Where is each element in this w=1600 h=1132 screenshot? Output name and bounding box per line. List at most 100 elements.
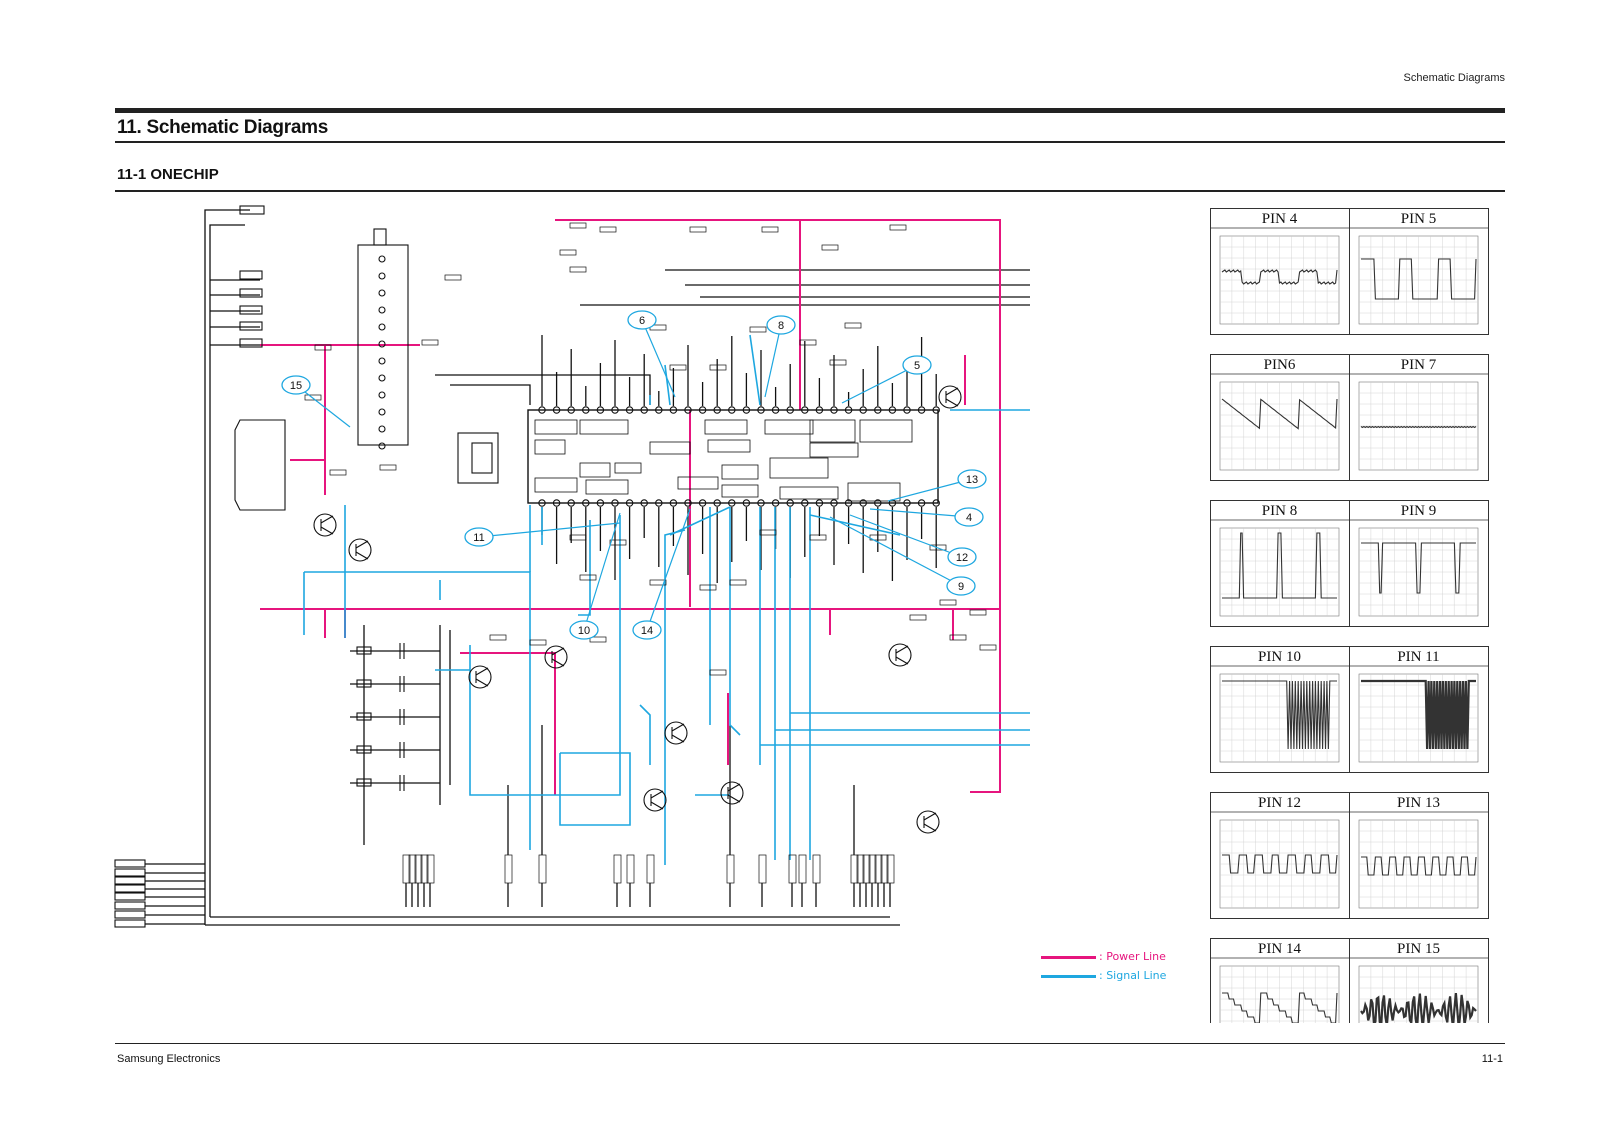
ic-internal-block <box>721 484 759 498</box>
ic-pin-bottom <box>698 499 707 507</box>
ic-pin-top <box>771 406 780 414</box>
bus-wire <box>450 384 531 405</box>
ic-pin-bottom <box>757 499 765 507</box>
transistor-lead <box>355 551 369 560</box>
scope-panel-title: PIN 9 <box>1401 503 1436 519</box>
connector-tab <box>114 859 146 868</box>
section-title: 11-1 ONECHIP <box>117 166 219 183</box>
callout-bubble <box>957 469 987 489</box>
running-header: Schematic Diagrams <box>1403 72 1505 84</box>
tuner-pin <box>378 357 386 365</box>
resistor <box>579 574 597 581</box>
scope-trace <box>1222 992 1338 1023</box>
scope-trace <box>1221 398 1338 430</box>
bottom-connector <box>420 854 429 884</box>
coil <box>356 646 372 655</box>
resistor <box>304 394 322 401</box>
transistor-lead <box>650 790 664 799</box>
bottom-connector <box>874 854 883 884</box>
tuner-pin <box>378 425 386 433</box>
transistor-lead <box>320 526 334 535</box>
scope-trace <box>1221 269 1338 285</box>
callout-leader <box>478 522 621 538</box>
ic-pin-bottom <box>582 499 590 507</box>
scope-trace <box>1361 679 1476 750</box>
scope-trace <box>1222 854 1338 874</box>
transistor <box>888 643 912 667</box>
ic-pin-top <box>742 406 751 414</box>
tuner-pin <box>378 272 386 280</box>
ic-pin-top <box>596 406 605 414</box>
bottom-connector <box>613 854 622 884</box>
onechip-ic <box>527 409 939 504</box>
bottom-connector <box>758 854 767 884</box>
callout-leader <box>869 508 970 518</box>
scope-trace <box>1360 992 1477 1023</box>
scope-panel-title: PIN 8 <box>1262 503 1297 519</box>
callout-label: 8 <box>778 320 784 332</box>
scope-panel <box>1210 354 1350 481</box>
ic-pin-top <box>669 406 678 414</box>
callout-leader <box>829 516 962 587</box>
transistor <box>643 788 667 812</box>
bottom-connector <box>798 854 807 884</box>
ic-internal-block <box>779 486 839 500</box>
scope-trace <box>1361 542 1476 594</box>
ic-internal-block <box>677 476 719 490</box>
transistor-lead <box>923 823 937 832</box>
ic-pin-top <box>582 406 590 414</box>
resistor <box>929 544 947 551</box>
title-rule <box>115 141 1505 143</box>
coil <box>356 778 372 787</box>
transistor-lead <box>551 658 565 667</box>
tuner-pin <box>378 442 386 450</box>
ic-pin-top <box>874 406 882 414</box>
scope-panel-title: PIN 5 <box>1401 211 1436 227</box>
signal-line <box>639 704 651 765</box>
signal-line <box>304 571 531 850</box>
transistor <box>544 645 568 669</box>
callout-label: 6 <box>639 315 645 327</box>
ic-pin-bottom <box>786 499 794 507</box>
resistor <box>699 584 717 591</box>
ic-pin-top <box>684 406 692 414</box>
callout-label: 13 <box>966 474 978 486</box>
power-rail <box>460 652 556 795</box>
ic-pin-top <box>917 406 926 414</box>
resistor <box>821 244 839 251</box>
transistor-lead <box>475 667 489 676</box>
ic-pin-top <box>932 406 940 414</box>
scope-panel-title: PIN 4 <box>1262 211 1298 227</box>
resistor <box>761 226 779 233</box>
ic-pin-bottom <box>625 499 634 507</box>
callout-leader <box>887 478 973 502</box>
scope-panel <box>1210 646 1350 773</box>
power-line-swatch <box>1041 955 1096 959</box>
ic-pin-bottom <box>567 499 575 507</box>
resistor <box>889 224 907 231</box>
callout-leader <box>646 508 691 631</box>
resistor <box>444 274 462 281</box>
saw-filter-inner <box>471 442 493 474</box>
scope-panel-title: PIN 14 <box>1258 941 1301 957</box>
resistor <box>314 344 332 351</box>
bus-wire <box>209 224 245 917</box>
callout-leader <box>764 324 782 398</box>
connector-tab <box>114 901 146 910</box>
ic-pin-bottom <box>611 499 619 507</box>
ic-pin-top <box>611 406 619 414</box>
signal-line-swatch <box>1041 974 1096 978</box>
ic-pin-bottom <box>801 499 809 507</box>
callout-bubble <box>766 315 796 335</box>
legend-signal-label: : Signal Line <box>1099 969 1167 982</box>
bottom-connector <box>886 854 895 884</box>
ic-internal-block <box>579 419 629 435</box>
tuner-pin <box>378 289 386 297</box>
ic-internal-block <box>534 419 578 435</box>
power-lines <box>260 219 1001 795</box>
ic-pin-top <box>888 406 897 414</box>
scope-trace <box>1222 680 1337 750</box>
callout-bubble <box>569 620 599 640</box>
resistor <box>569 534 587 541</box>
transistor <box>348 538 372 562</box>
